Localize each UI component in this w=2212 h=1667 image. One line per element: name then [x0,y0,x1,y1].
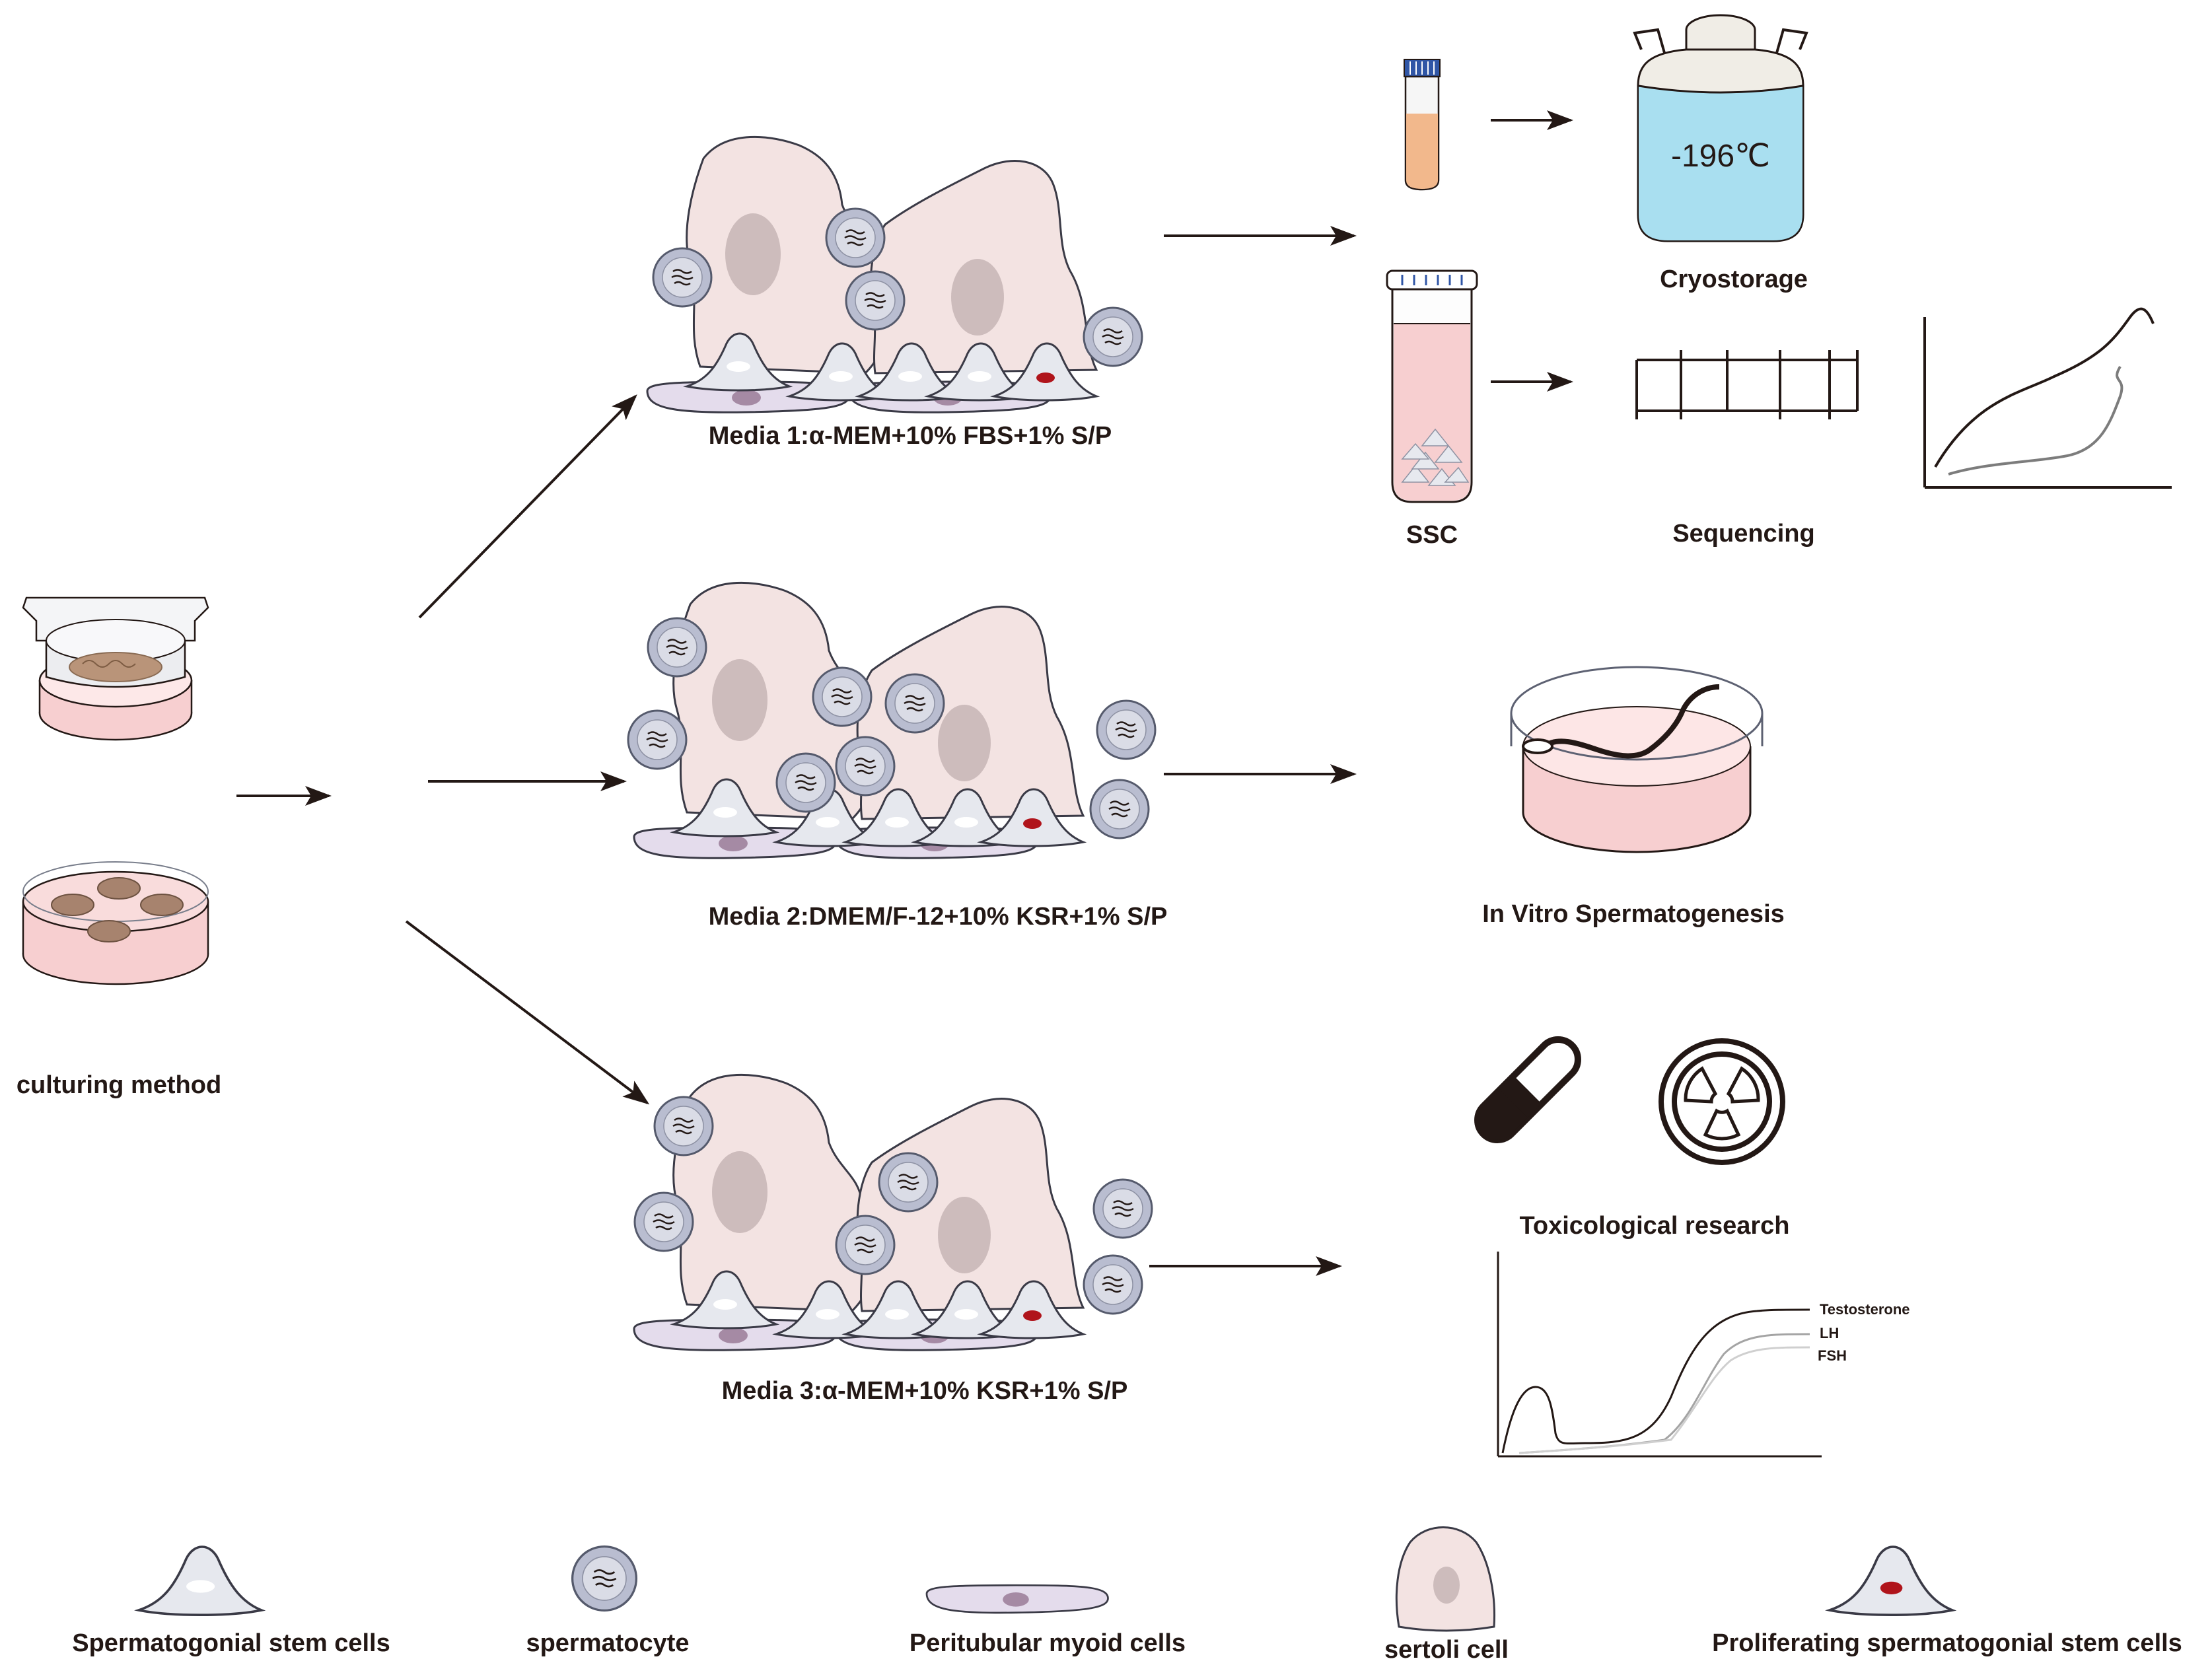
arrow-to-media1 [418,394,637,619]
arrow-to-media3 [405,920,650,1105]
tissue-cluster-media2 [627,583,1157,858]
ivs-label: In Vitro Spermatogenesis [1482,900,1785,928]
temperature-label: -196℃ [1671,139,1770,174]
fragment-culture-dish [22,861,209,985]
legend: Spermatogonial stem cells spermatocyte P… [72,1526,2182,1664]
legend-label-sertoli: sertoli cell [1384,1636,1509,1664]
radiation-icon [1659,1038,1785,1165]
sequencing-curve-plot [1923,307,2172,489]
peritubular-myoid-cell-icon [925,1584,1109,1614]
sertoli-cell-icon [1395,1526,1495,1632]
media1-label: Media 1:α-MEM+10% FBS+1% S/P [709,422,1112,450]
capsule-icon [1474,1036,1581,1143]
tox-label: Toxicological research [1519,1212,1789,1240]
testosterone-curve-label: Testosterone [1820,1301,1910,1318]
cryovial-icon [1404,59,1441,191]
sequencing-label: Sequencing [1672,520,1814,548]
sequencing-icon [1635,350,1859,419]
culturing-method-label: culturing method [17,1071,221,1099]
media2-label: Media 2:DMEM/F-12+10% KSR+1% S/P [709,903,1168,931]
tissue-cluster-media1 [647,137,1143,412]
spermatogenesis-dish-icon [1510,666,1764,853]
liquid-nitrogen-dewar-icon [1633,14,1808,242]
legend-label-proliferating-ssc: Proliferating spermatogonial stem cells [1712,1629,2182,1657]
legend-label-spermatocyte: spermatocyte [526,1629,689,1657]
hormone-curves-chart [1497,1252,1822,1458]
insert-culture-dish [22,596,209,741]
tissue-cluster-media3 [634,1075,1153,1350]
ssc-label: SSC [1406,521,1458,549]
media3-label: Media 3:α-MEM+10% KSR+1% S/P [722,1377,1128,1405]
legend-label-myoid: Peritubular myoid cells [910,1629,1186,1657]
cryostorage-label: Cryostorage [1660,266,1808,293]
spermatocyte-icon [571,1545,638,1612]
legend-label-ssc: Spermatogonial stem cells [72,1629,390,1657]
proliferating-ssc-icon [1828,1545,1954,1616]
lh-curve-label: LH [1820,1325,1839,1341]
ssc-tube-icon [1386,269,1478,503]
spermatogonial-stem-cell-icon [137,1545,263,1616]
fsh-curve-label: FSH [1818,1347,1847,1364]
